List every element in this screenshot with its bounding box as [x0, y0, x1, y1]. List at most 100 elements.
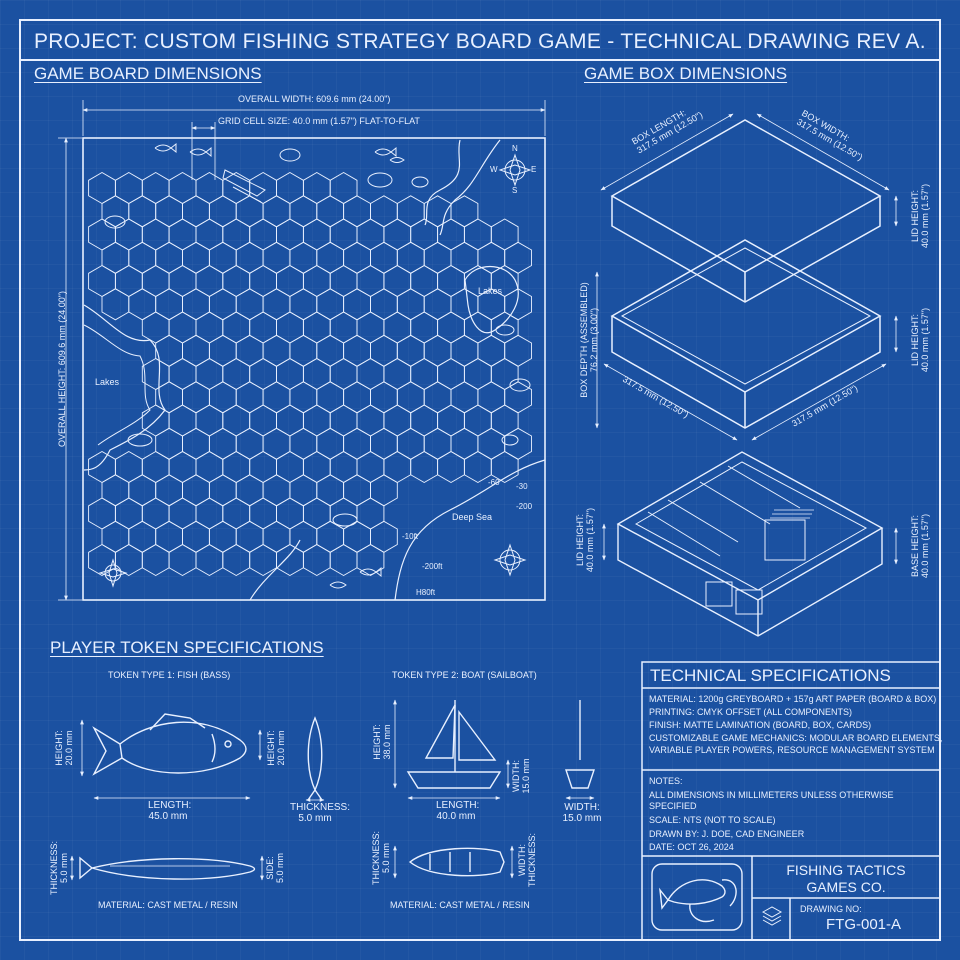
hex-cell — [329, 311, 358, 344]
box-heading: GAME BOX DIMENSIONS — [584, 64, 788, 83]
spec-line: CUSTOMIZABLE GAME MECHANICS: MODULAR BOA… — [649, 733, 943, 743]
hex-cell — [182, 195, 210, 228]
hex-cell — [114, 264, 143, 298]
hex-cell — [262, 288, 291, 321]
grid-cell-label: GRID CELL SIZE: 40.0 mm (1.57") FLAT-TO-… — [218, 116, 420, 126]
hex-cell — [235, 288, 264, 321]
hex-cell — [302, 357, 331, 391]
hex-cell — [155, 288, 183, 321]
river-left — [83, 304, 166, 471]
hex-cell — [289, 381, 318, 414]
compass-e-label: E — [531, 165, 537, 174]
hex-cell — [423, 427, 452, 460]
hex-cell — [343, 381, 371, 414]
hex-cell — [141, 218, 170, 251]
hex-cell — [463, 404, 492, 437]
hex-cell — [370, 381, 398, 414]
hex-cell — [168, 357, 197, 391]
hex-cell — [222, 497, 251, 530]
hex-cell — [249, 171, 277, 205]
hex-cell — [249, 404, 277, 437]
hex-cell — [88, 497, 116, 530]
hex-cell — [504, 427, 532, 460]
hex-cell — [490, 357, 519, 391]
boat-token-title: TOKEN TYPE 2: BOAT (SAILBOAT) — [392, 670, 537, 680]
hex-cell — [262, 520, 291, 553]
hex-cell — [410, 450, 439, 484]
hex-cell — [222, 264, 251, 298]
hex-cell — [396, 195, 425, 228]
hex-cell — [141, 357, 170, 391]
hex-cell — [235, 334, 264, 367]
hex-cell — [168, 497, 197, 530]
deep-sea-label: Deep Sea — [452, 512, 493, 522]
river-bottom — [394, 459, 546, 601]
hex-cell — [249, 357, 277, 391]
hex-cell — [195, 543, 224, 577]
spec-line: VARIABLE PLAYER POWERS, RESOURCE MANAGEM… — [649, 745, 935, 755]
hex-cell — [450, 427, 479, 460]
hex-cell — [114, 497, 143, 530]
hex-cell — [88, 543, 116, 577]
hex-cell — [276, 404, 304, 437]
compass-icon — [498, 153, 532, 187]
hex-cell — [370, 474, 398, 507]
hex-cell — [276, 218, 304, 251]
hex-cell — [396, 241, 425, 274]
hex-cell — [410, 357, 439, 391]
hex-cell — [101, 474, 130, 507]
hex-cell — [88, 171, 116, 205]
hex-cell — [195, 311, 224, 344]
fish-token-front — [307, 716, 323, 801]
hex-cell — [302, 218, 331, 251]
hex-cell — [235, 241, 264, 274]
fish-material-label: MATERIAL: CAST METAL / RESIN — [98, 900, 238, 910]
hex-cell — [477, 381, 506, 414]
hex-cell — [208, 241, 237, 274]
hex-cell — [276, 311, 304, 344]
hex-cell — [222, 357, 251, 391]
hex-cell — [249, 264, 277, 298]
hex-cell — [410, 404, 439, 437]
fish-height-label: HEIGHT:20.0 mm — [54, 730, 74, 766]
boat-width-right-label: WIDTH:15.0 mm — [511, 758, 531, 794]
hex-cell — [195, 497, 224, 530]
hex-cell — [128, 474, 157, 507]
hex-cell — [289, 520, 318, 553]
hex-cell — [302, 264, 331, 298]
hex-cell — [356, 543, 385, 577]
hex-cell — [155, 427, 183, 460]
hex-cell — [235, 474, 264, 507]
specs-heading: TECHNICAL SPECIFICATIONS — [650, 666, 891, 685]
hex-cell — [208, 474, 237, 507]
river-top-right-2 — [439, 139, 501, 236]
hex-cell — [289, 241, 318, 274]
hex-cell — [289, 334, 318, 367]
hex-cell — [316, 427, 345, 460]
hex-cell — [383, 311, 412, 344]
hex-cell — [128, 195, 157, 228]
board-width-label: OVERALL WIDTH: 609.6 mm (24.00") — [238, 94, 391, 104]
hex-cell — [356, 218, 385, 251]
hex-cell — [141, 450, 170, 484]
fish-icon — [154, 142, 405, 589]
hex-cell — [383, 404, 412, 437]
spec-line: MATERIAL: 1200g GREYBOARD + 157g ART PAP… — [649, 694, 937, 704]
hex-cell — [289, 427, 318, 460]
hex-cell — [302, 404, 331, 437]
hex-cell — [437, 218, 465, 251]
hex-cell — [88, 218, 116, 251]
hex-cell — [302, 497, 331, 530]
fish-logo-icon — [651, 863, 743, 931]
notes-line: ALL DIMENSIONS IN MILLIMETERS UNLESS OTH… — [649, 790, 894, 800]
depth-label: -60 — [488, 478, 500, 487]
fish-thickness-label: THICKNESS:5.0 mm — [290, 802, 351, 824]
hex-cell — [195, 404, 224, 437]
hex-cell — [289, 474, 318, 507]
hex-cell — [182, 474, 210, 507]
hex-cell — [262, 474, 291, 507]
hex-cell — [504, 381, 532, 414]
hex-cell — [329, 404, 358, 437]
hex-cell — [423, 334, 452, 367]
